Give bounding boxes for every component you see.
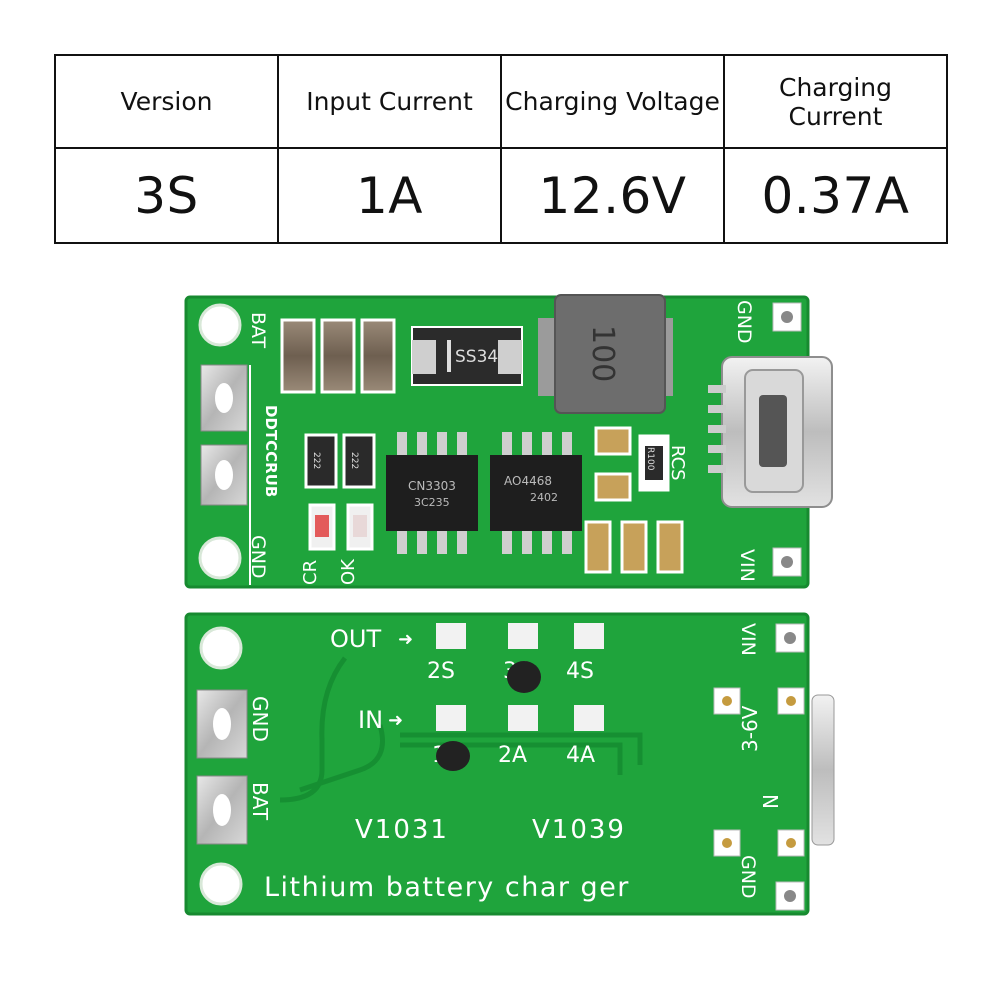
value-input-current: 1A (277, 147, 502, 244)
header-version: Version (54, 54, 279, 149)
label-in: IN (358, 706, 383, 734)
value-version: 3S (54, 147, 279, 244)
header-charging-voltage: Charging Voltage (500, 54, 725, 149)
led-cr (308, 503, 336, 551)
ic-cn3303: CN3303 3C235 (386, 432, 478, 554)
out-option-4s: 4S (566, 659, 594, 684)
resistor-a-label: 222 (311, 452, 321, 469)
spec-header-row: Version Input Current Charging Voltage C… (54, 54, 948, 149)
out-option-2s: 2S (427, 659, 455, 684)
solder-blob (507, 661, 541, 693)
header-charging-current: Charging Current (723, 54, 948, 149)
header-input-current: Input Current (277, 54, 502, 149)
label-out: OUT (330, 625, 381, 653)
capacitor (584, 520, 612, 574)
label-vin-bottom: VIN (737, 623, 759, 656)
solder-pad-in-1a (436, 705, 466, 731)
board-bottom: GND BAT OUT ➜ IN ➜ 2S 3S 4S 1A 2A 4A V10… (184, 612, 835, 916)
inductor-body (554, 294, 666, 414)
label-vin: VIN (736, 549, 758, 582)
ic2-line2: 2402 (530, 491, 558, 504)
value-charging-current: 0.37A (723, 147, 948, 244)
solder-pad-out-3s (508, 623, 538, 649)
solder-blob (436, 741, 470, 771)
resistor-b-label: 222 (349, 452, 359, 469)
label-rcs: RCS (667, 445, 688, 481)
capacitor (320, 318, 356, 394)
sense-resistor (638, 434, 670, 492)
label-gnd-bottom-right: GND (737, 855, 759, 899)
label-input-range: 3-6V (738, 705, 762, 752)
capacitor (360, 318, 396, 394)
mount-hole (199, 862, 243, 906)
solder-pad-out-4s (574, 623, 604, 649)
mount-hole (198, 536, 242, 580)
label-n: N (758, 794, 782, 809)
ic2-line1: AO4468 (504, 474, 552, 488)
inductor-label: 100 (585, 325, 620, 382)
solder-pad-in-4a (574, 705, 604, 731)
value-charging-voltage: 12.6V (500, 147, 725, 244)
resistor-b (342, 433, 376, 489)
capacitor (656, 520, 684, 574)
spec-value-row: 3S 1A 12.6V 0.37A (54, 147, 948, 244)
board-top: BAT GND DDTCCRUB SS34 100 GND R100 (184, 294, 833, 589)
ic1-line2: 3C235 (414, 496, 450, 509)
solder-pad-in-2a (508, 705, 538, 731)
solder-pad-out-2s (436, 623, 466, 649)
capacitor (280, 318, 316, 394)
label-gnd-bottom: GND (248, 696, 272, 742)
label-bat: BAT (247, 312, 269, 349)
spec-table: Version Input Current Charging Voltage C… (54, 54, 948, 244)
label-gnd-left: GND (247, 535, 269, 579)
resistor-label: R100 (645, 447, 655, 471)
label-part-code: DDTCCRUB (262, 405, 280, 497)
label-cr: CR (300, 560, 321, 585)
led-ok (346, 503, 374, 551)
resistor-a (304, 433, 338, 489)
mount-hole (198, 303, 242, 347)
version-v1031: V1031 (355, 815, 449, 845)
diode-label: SS34 (455, 347, 498, 367)
out-arrow: ➜ (398, 629, 413, 650)
ic-ao4468: AO4468 2402 (490, 432, 582, 554)
pad-gnd-bottom-right (775, 881, 805, 911)
label-bat-bottom: BAT (248, 782, 272, 821)
board-bottom-pcb (184, 612, 810, 916)
in-option-2a: 2A (498, 743, 527, 768)
version-v1039: V1039 (532, 815, 626, 845)
ic1-line1: CN3303 (408, 479, 456, 493)
label-ok: OK (338, 558, 359, 585)
in-arrow: ➜ (388, 710, 403, 731)
in-option-4a: 4A (566, 743, 595, 768)
mount-hole (199, 626, 243, 670)
capacitor (620, 520, 648, 574)
footer-text: Lithium battery char ger (264, 872, 630, 903)
usb-c-bottom (811, 694, 835, 846)
label-gnd-right: GND (733, 300, 755, 344)
